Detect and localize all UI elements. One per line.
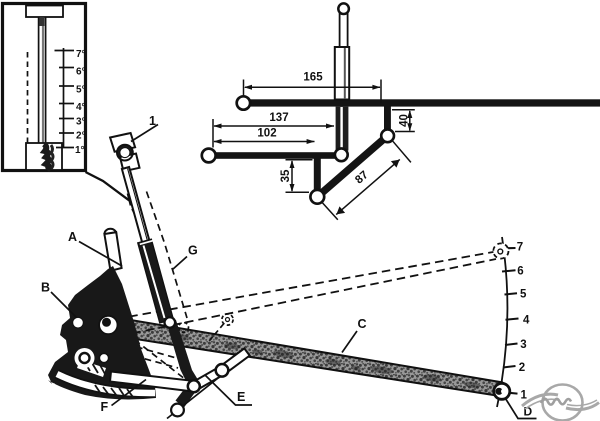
svg-text:1: 1 xyxy=(521,389,528,401)
svg-text:1°: 1° xyxy=(75,145,85,156)
svg-text:137: 137 xyxy=(269,112,288,124)
svg-text:3: 3 xyxy=(520,339,526,351)
svg-text:E: E xyxy=(237,390,245,404)
svg-text:4: 4 xyxy=(523,314,530,326)
svg-text:165: 165 xyxy=(303,72,323,84)
svg-text:40: 40 xyxy=(399,114,411,127)
svg-text:C: C xyxy=(358,317,367,331)
svg-text:6: 6 xyxy=(517,266,523,278)
svg-text:3°: 3° xyxy=(76,117,86,128)
svg-text:F: F xyxy=(101,400,109,414)
svg-text:5°: 5° xyxy=(76,85,86,96)
svg-text:7: 7 xyxy=(517,242,523,254)
svg-text:6°: 6° xyxy=(76,67,86,78)
svg-text:G: G xyxy=(188,244,198,258)
svg-text:5: 5 xyxy=(520,289,527,301)
svg-text:1: 1 xyxy=(149,114,156,128)
svg-text:A: A xyxy=(68,230,77,244)
svg-text:2: 2 xyxy=(519,362,525,374)
svg-text:102: 102 xyxy=(257,128,276,140)
svg-text:7°: 7° xyxy=(76,49,86,60)
svg-text:B: B xyxy=(41,281,50,295)
svg-text:4°: 4° xyxy=(76,102,86,113)
svg-text:D: D xyxy=(524,405,533,419)
svg-text:35: 35 xyxy=(280,169,292,182)
svg-text:2°: 2° xyxy=(76,131,86,142)
